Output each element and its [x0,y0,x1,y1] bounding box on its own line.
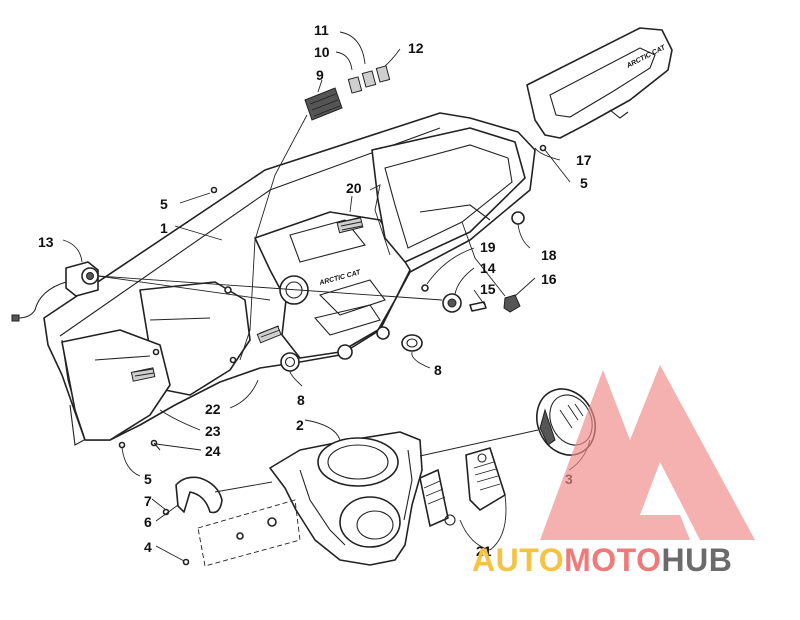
callout-13: 13 [38,234,54,250]
callout-numbers: 1 2 3 4 5 5 5 6 7 8 8 9 10 11 12 13 14 1… [38,22,592,559]
knobs [401,334,423,352]
trim-plate [182,499,301,567]
watermark-logo [540,365,755,540]
glove-box-door: ARCTIC CAT [526,27,673,139]
watermark-moto: MOTO [564,542,661,578]
callout-19: 19 [480,239,496,255]
callout-18: 18 [541,247,557,263]
dashboard-panel: ARCTIC CAT [43,112,536,446]
callout-23: 23 [205,423,221,439]
callout-8-left: 8 [297,392,305,408]
callout-2: 2 [296,417,304,433]
callout-24: 24 [205,443,221,459]
watermark-triangle-icon [540,365,755,540]
callout-15: 15 [480,281,496,297]
callout-17: 17 [576,152,592,168]
callout-9: 9 [316,67,324,83]
watermark-hub: HUB [661,542,732,578]
callout-21: 21 [476,543,492,559]
switch-block [304,65,391,121]
callout-16: 16 [541,271,557,287]
leader-lines [62,31,591,562]
callout-8-right: 8 [434,362,442,378]
callout-1: 1 [160,220,168,236]
callout-5-bottom: 5 [144,471,152,487]
callout-6: 6 [144,514,152,530]
watermark-auto: AUTO [472,542,564,578]
small-hardware [118,144,547,451]
callout-5-top: 5 [160,196,168,212]
callout-22: 22 [205,401,221,417]
instrument-pod [269,431,423,566]
callout-14: 14 [480,260,496,276]
decals [419,447,506,527]
callout-5-right: 5 [580,175,588,191]
callout-7: 7 [144,493,152,509]
callout-10: 10 [314,44,330,60]
callout-4: 4 [144,539,152,555]
callout-20: 20 [346,180,362,196]
callout-11: 11 [314,22,329,38]
grille-lines [133,217,363,377]
watermark-text: AUTOMOTOHUB [472,542,732,578]
callout-12: 12 [408,40,424,56]
